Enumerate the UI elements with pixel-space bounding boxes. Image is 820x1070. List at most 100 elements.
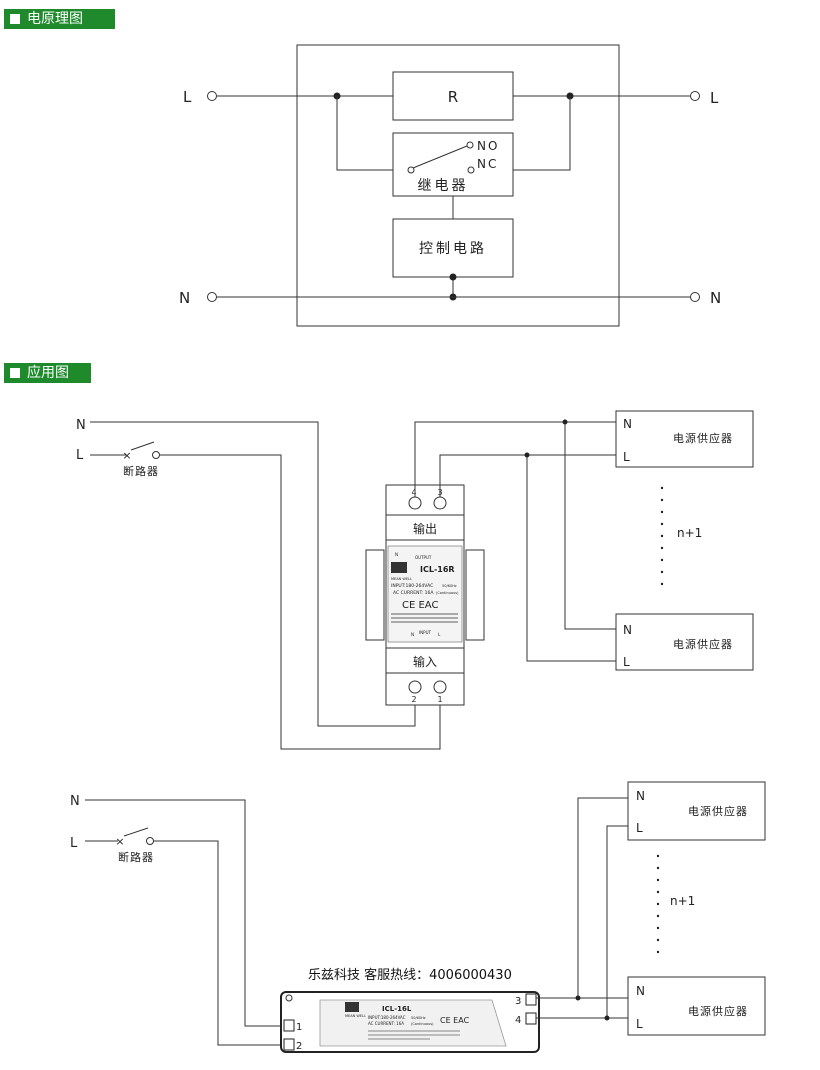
app1-load-bottom-l: L [623,655,630,669]
din-continuous: (Continuous) [436,591,459,595]
inline-input-spec: INPUT:180-264VAC [368,1015,406,1020]
app1-load-top-l: L [623,450,630,464]
control-circuit-label: 控制电路 [419,241,487,257]
relay-nc-label: NC [477,157,498,171]
app2-load-top-name: 电源供应器 [688,804,748,818]
square-icon [10,14,20,24]
relay-common-contact [407,166,415,174]
relay-no-label: NO [477,139,499,153]
app2-load-top-l: L [636,821,643,835]
inline-terminal-1 [283,1019,295,1032]
label-l-out: L [710,89,719,107]
din-output-label: 输出 [413,521,437,536]
inline-terminal-2 [283,1038,295,1051]
din-input-spec: INPUT:180-264VAC [391,583,433,589]
meanwell-logo [391,562,407,573]
meanwell-logo [345,1002,359,1012]
app2-load-bottom-name: 电源供应器 [688,1004,748,1018]
app1-l-label: L [76,448,84,463]
breaker-switch-arm [130,441,155,451]
inline-terminal-1-label: 1 [296,1022,302,1033]
application-diagram-inline: N L × 断路器 1 2 3 4 MEAN WELL ICL-16L INPU… [70,781,766,1053]
relay-nc-contact [467,166,475,174]
app2-load-bottom-l: L [636,1017,643,1031]
app1-load-top-name: 电源供应器 [673,431,733,445]
terminal-l-out [690,91,700,101]
label-n-out: N [710,289,721,307]
inline-terminal-4 [525,1012,537,1025]
application-section-title: 应用图 [27,365,69,381]
inline-current: AC CURRENT: 16A [368,1021,404,1026]
app1-load-bottom [615,613,754,671]
app2-load-top [627,781,766,841]
label-n-in: N [179,289,190,307]
app2-load-top-n: N [636,789,645,803]
watermark-hotline: 乐兹科技 客服热线：4006000430 [308,968,512,983]
din-terminal-2-label: 2 [411,695,416,704]
din-terminal-1-label: 1 [437,695,442,704]
app2-load-bottom-n: N [636,984,645,998]
din-terminal-4-label: 4 [411,488,416,497]
inline-terminal-3 [525,993,537,1006]
junction-dot [562,419,568,425]
inline-freq: 50/60Hz [411,1016,426,1020]
breaker-cross-icon: × [122,449,131,462]
screw-icon [285,994,293,1002]
din-input-mark: INPUT [419,630,432,635]
din-l-bottom-mark: L [438,632,441,637]
breaker-switch-arm [123,827,149,837]
inline-terminal-4-label: 4 [515,1015,521,1026]
relay-no-contact [466,141,474,149]
terminal-n-in [207,292,217,302]
app1-ellipsis-dots [660,486,664,586]
din-output-mark: OUTPUT [415,555,432,560]
junction-dot [449,273,457,281]
din-input-label: 输入 [413,654,437,669]
breaker-contact [152,451,160,459]
app2-ellipsis-dots [656,854,660,954]
din-freq: 50/60Hz [442,584,457,588]
label-l-in: L [183,88,192,106]
app2-breaker-label: 断路器 [118,850,154,864]
din-rail-left [365,549,385,641]
relay-label: 继电器 [418,178,469,194]
schematic-section-title: 电原理图 [27,11,83,27]
relay-switch-arm [412,145,468,169]
application-diagram-din: N L × 断路器 输出 输入 4 3 2 1 MEAN WELL N OUTP… [76,410,754,750]
junction-dot [575,995,581,1001]
din-terminal-2 [408,680,422,694]
din-terminal-3 [433,496,447,510]
control-circuit-box [392,218,514,278]
ce-mark-icon: CE EAC [440,1016,470,1025]
resistor-label: R [448,88,458,106]
inline-brand: MEAN WELL [345,1014,366,1018]
app2-n-plus-1: n+1 [670,894,695,908]
din-n-bottom-mark: N [411,632,414,637]
app2-l-label: L [70,836,78,851]
din-model: ICL-16R [420,565,455,574]
din-brand: MEAN WELL [391,577,412,581]
inline-terminal-3-label: 3 [515,996,521,1007]
resistor-box [392,71,514,121]
app1-load-bottom-n: N [623,623,632,637]
ce-mark-icon: CE EAC [402,600,438,611]
din-terminal-4 [408,496,422,510]
app2-load-bottom [627,976,766,1036]
breaker-cross-icon: × [115,835,124,848]
inline-terminal-2-label: 2 [296,1041,302,1052]
terminal-n-out [690,292,700,302]
breaker-contact [146,837,154,845]
app1-breaker-label: 断路器 [123,464,159,478]
junction-dot [604,1015,610,1021]
din-terminal-1 [433,680,447,694]
app1-n-label: N [76,418,86,433]
relay-box [392,132,514,197]
app1-load-bottom-name: 电源供应器 [673,637,733,651]
app2-n-label: N [70,794,80,809]
schematic-section-header: 电原理图 [4,9,115,29]
schematic-diagram: L L N N R NO NC 继电器 控制电路 [179,44,721,327]
inline-model: ICL-16L [382,1005,412,1013]
din-current: AC CURRENT: 16A [393,590,434,596]
din-n-mark: N [395,552,398,557]
